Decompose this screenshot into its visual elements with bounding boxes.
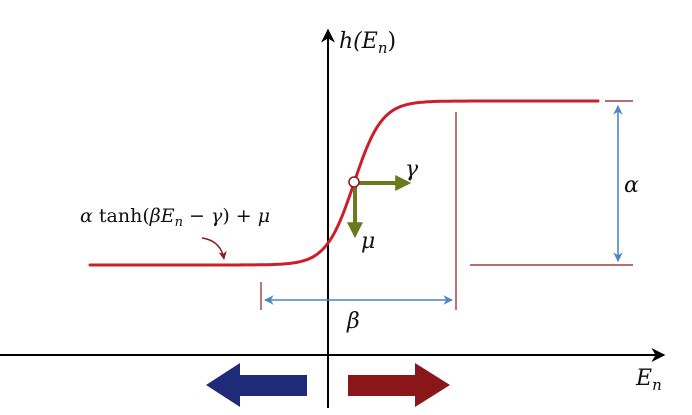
left-direction-arrow <box>206 363 307 407</box>
gamma-label: γ <box>405 157 419 182</box>
right-direction-arrow <box>348 363 450 407</box>
x-axis-label: En <box>635 366 662 394</box>
beta-label: β <box>346 309 360 334</box>
y-axis-label: h(En) <box>339 29 396 57</box>
formula-label: α tanh(βEn − γ) + μ <box>80 205 270 230</box>
formula-pointer-arrow <box>201 237 227 260</box>
tanh-curve <box>88 99 600 267</box>
mu-label: μ <box>361 229 375 254</box>
alpha-label: α <box>624 173 639 198</box>
inflection-point <box>348 176 360 188</box>
